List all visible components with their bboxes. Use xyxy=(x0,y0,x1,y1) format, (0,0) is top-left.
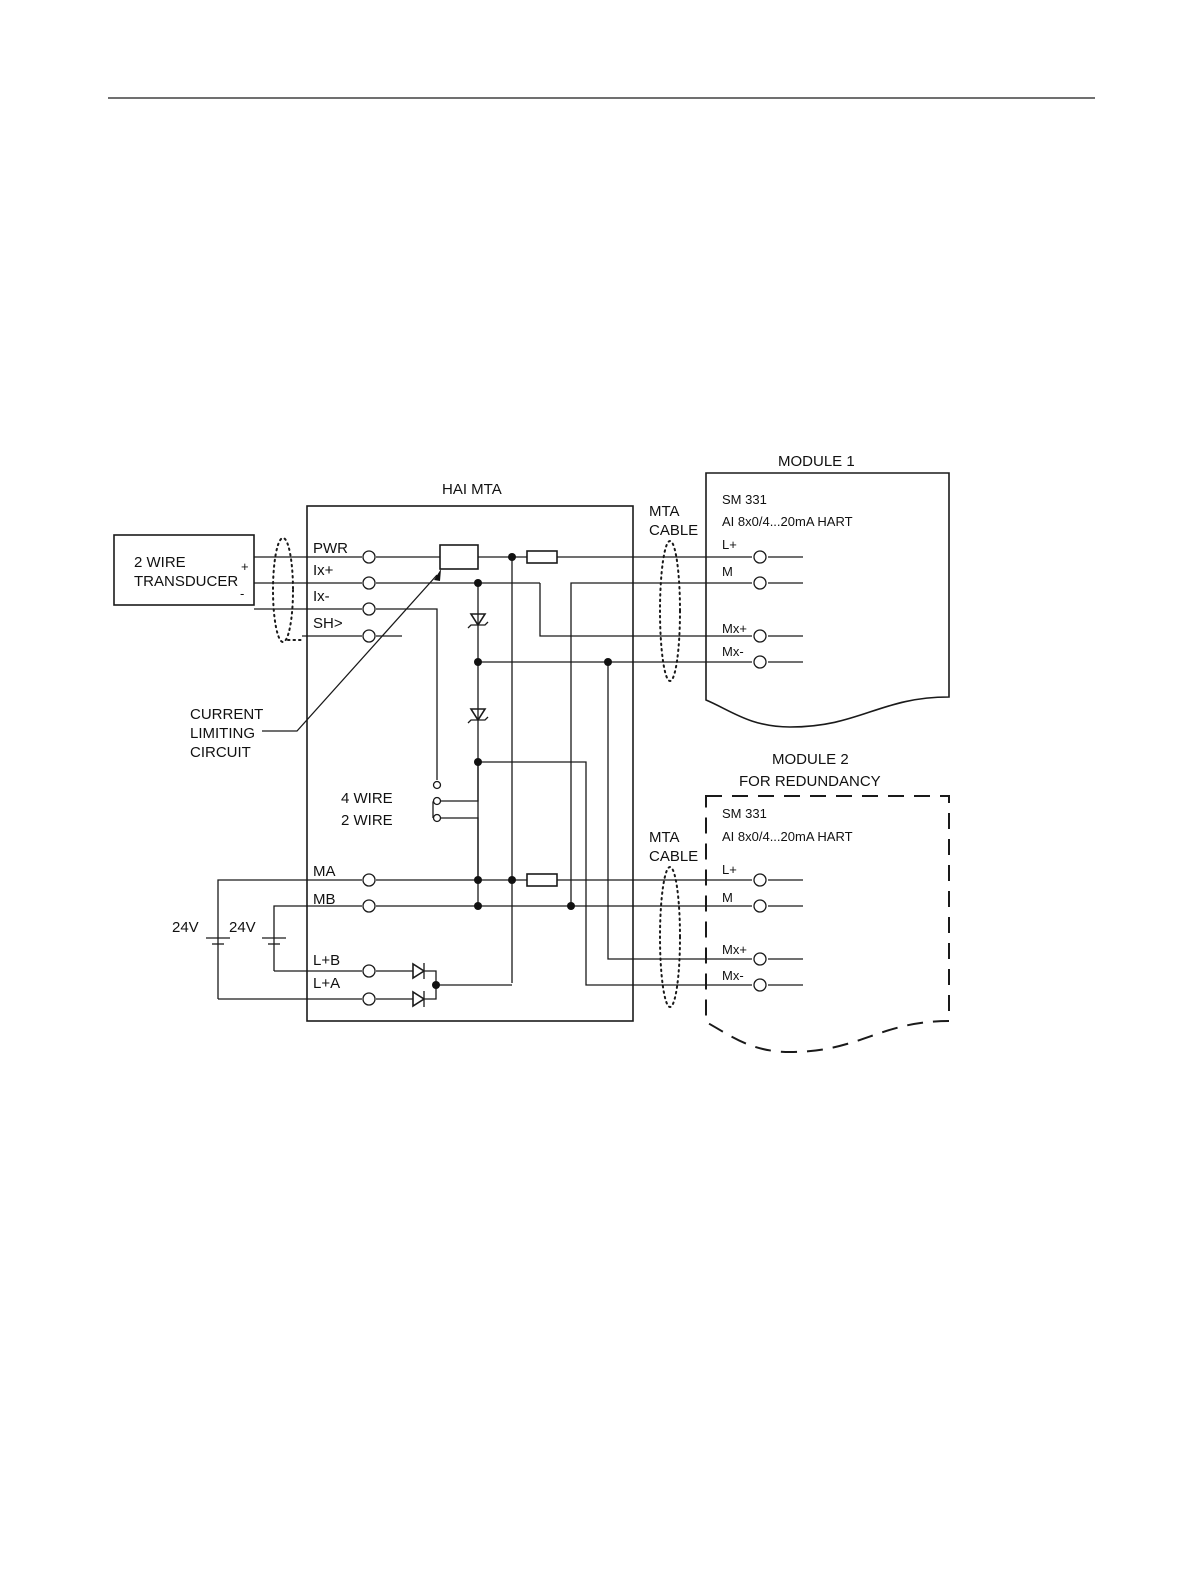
terminal-label-ix-plus: Ix+ xyxy=(313,562,334,579)
mta-cable-1-label-1: MTA xyxy=(649,503,680,520)
module2-block: MODULE 2 FOR REDUNDANCY SM 331 AI 8x0/4.… xyxy=(706,751,949,1052)
supply-label-left: 24V xyxy=(172,919,199,936)
current-limiter-box xyxy=(440,545,478,569)
switch-contact-c xyxy=(434,815,441,822)
diode-la xyxy=(413,991,424,1007)
supply-label-right: 24V xyxy=(229,919,256,936)
terminal-la xyxy=(363,993,375,1005)
terminal-label-la: L+A xyxy=(313,975,340,992)
hai-mta-block: HAI MTA PWR Ix+ Ix- SH> MA MB L+B L+A 4 … xyxy=(307,481,633,1021)
transducer-label-2: TRANSDUCER xyxy=(134,573,238,590)
module1-outline xyxy=(706,473,949,727)
terminal-label-sh: SH> xyxy=(313,615,343,632)
module1-block: MODULE 1 SM 331 AI 8x0/4...20mA HART L+ … xyxy=(706,453,949,727)
module2-model: SM 331 xyxy=(722,806,767,821)
mta-cable-1: MTA CABLE xyxy=(649,503,698,681)
terminal-ix-minus xyxy=(363,603,375,615)
fuse-1 xyxy=(527,551,557,563)
module2-terminal-mxminus xyxy=(754,979,766,991)
module1-label-mxplus: Mx+ xyxy=(722,621,747,636)
module2-label-lplus: L+ xyxy=(722,862,737,877)
module2-type: AI 8x0/4...20mA HART xyxy=(722,829,853,844)
module2-label-mxplus: Mx+ xyxy=(722,942,747,957)
terminal-mb xyxy=(363,900,375,912)
transducer-minus: - xyxy=(240,586,244,601)
terminal-label-ix-minus: Ix- xyxy=(313,588,330,605)
module1-terminal-mxminus xyxy=(754,656,766,668)
terminal-lb xyxy=(363,965,375,977)
transducer-plus: + xyxy=(241,559,249,574)
module1-terminal-m xyxy=(754,577,766,589)
module2-terminal-lplus xyxy=(754,874,766,886)
transducer-cable-shield xyxy=(273,538,293,642)
module2-label-mxminus: Mx- xyxy=(722,968,744,983)
fuse-2 xyxy=(527,874,557,886)
current-limiting-leader xyxy=(262,575,437,731)
terminal-sh xyxy=(363,630,375,642)
junctions xyxy=(432,553,612,989)
switch-contact-a xyxy=(434,782,441,789)
terminal-ma xyxy=(363,874,375,886)
transducer-label-1: 2 WIRE xyxy=(134,554,186,571)
current-limiting-label-3: CIRCUIT xyxy=(190,744,251,761)
terminal-label-pwr: PWR xyxy=(313,540,348,557)
module2-terminal-mxplus xyxy=(754,953,766,965)
terminal-pwr xyxy=(363,551,375,563)
mta-cable-1-shield xyxy=(660,541,680,681)
terminal-label-ma: MA xyxy=(313,863,336,880)
terminal-label-lb: L+B xyxy=(313,952,340,969)
terminal-ix-plus xyxy=(363,577,375,589)
module1-terminal-mxplus xyxy=(754,630,766,642)
module2-title: MODULE 2 xyxy=(772,751,849,768)
mta-cable-1-label-2: CABLE xyxy=(649,522,698,539)
current-limiting-arrowhead xyxy=(434,569,441,581)
diode-lb xyxy=(413,963,424,979)
transducer-block: 2 WIRE TRANSDUCER + - xyxy=(114,535,302,642)
current-limiting-label-1: CURRENT xyxy=(190,706,263,723)
switch-contact-b xyxy=(434,798,441,805)
wire-mode-4: 4 WIRE xyxy=(341,790,393,807)
mta-cable-2-label-1: MTA xyxy=(649,829,680,846)
mta-cable-2: MTA CABLE xyxy=(649,829,698,1007)
wires: 24V 24V xyxy=(172,545,803,1007)
module1-label-lplus: L+ xyxy=(722,537,737,552)
wire-mode-2: 2 WIRE xyxy=(341,812,393,829)
module2-label-m: M xyxy=(722,890,733,905)
hai-mta-title: HAI MTA xyxy=(442,481,502,498)
mta-cable-2-shield xyxy=(660,867,680,1007)
module2-subtitle: FOR REDUNDANCY xyxy=(739,773,881,790)
module2-terminal-m xyxy=(754,900,766,912)
module1-label-mxminus: Mx- xyxy=(722,644,744,659)
current-limiting-label-2: LIMITING xyxy=(190,725,255,742)
module1-label-m: M xyxy=(722,564,733,579)
mta-cable-2-label-2: CABLE xyxy=(649,848,698,865)
module1-title: MODULE 1 xyxy=(778,453,855,470)
module1-type: AI 8x0/4...20mA HART xyxy=(722,514,853,529)
module1-terminal-lplus xyxy=(754,551,766,563)
module1-model: SM 331 xyxy=(722,492,767,507)
